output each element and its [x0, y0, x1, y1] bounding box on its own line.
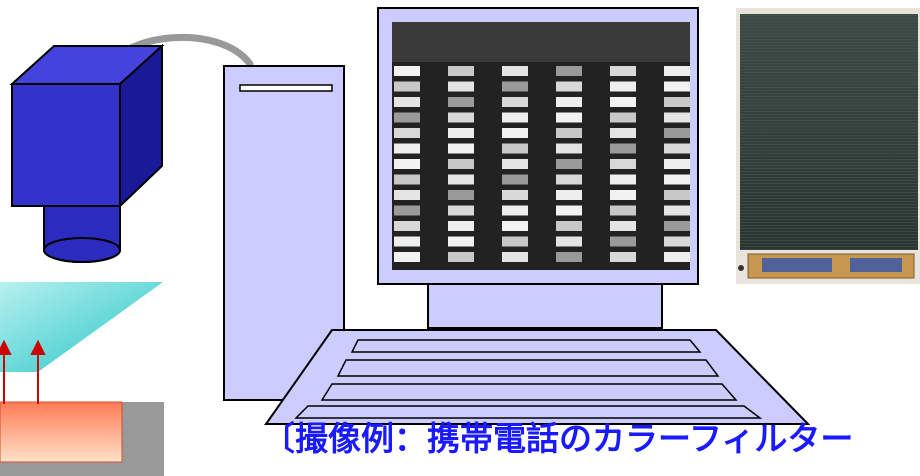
filter-cell — [610, 97, 636, 107]
filter-cell — [664, 128, 690, 138]
filter-cell — [502, 81, 528, 92]
caption-label: 〔撮像例：携帯電話のカラーフィルター — [262, 419, 854, 458]
filter-cell — [556, 97, 582, 107]
filter-cell — [610, 128, 636, 138]
filter-cell — [610, 190, 636, 200]
filter-cell — [502, 112, 528, 123]
filter-cell — [664, 112, 690, 123]
filter-cell — [448, 236, 474, 247]
filter-cell — [556, 252, 582, 262]
filter-cell — [448, 128, 474, 138]
filter-cell — [448, 112, 474, 123]
filter-cell — [610, 143, 636, 154]
filter-cell — [556, 205, 582, 216]
color-filter-capture-image — [392, 22, 690, 270]
filter-cell — [556, 112, 582, 123]
keyboard — [264, 329, 811, 425]
camera-icon — [9, 43, 165, 263]
filter-cell — [448, 143, 474, 154]
filter-cell — [502, 66, 528, 76]
filter-cell — [502, 143, 528, 154]
filter-cell — [394, 143, 420, 154]
filter-cell — [610, 221, 636, 231]
filter-cell — [664, 66, 690, 76]
filter-cell — [448, 66, 474, 76]
filter-cell — [394, 252, 420, 262]
filter-cell — [664, 205, 690, 216]
filter-cell — [394, 66, 420, 76]
filter-cell — [394, 159, 420, 169]
filter-cell — [502, 159, 528, 169]
filter-cell — [448, 174, 474, 185]
filter-cell — [502, 190, 528, 200]
filter-cell — [556, 128, 582, 138]
filter-cell — [664, 97, 690, 107]
filter-cell — [610, 159, 636, 169]
sample — [0, 401, 123, 463]
filter-cell — [394, 81, 420, 92]
filter-cell — [664, 221, 690, 231]
filter-cell — [448, 205, 474, 216]
filter-cell — [502, 252, 528, 262]
filter-cell — [394, 128, 420, 138]
filter-cell — [556, 221, 582, 231]
filter-cell — [610, 236, 636, 247]
filter-cell — [394, 174, 420, 185]
filter-cell — [664, 159, 690, 169]
filter-cell — [502, 221, 528, 231]
filter-cell — [664, 143, 690, 154]
filter-cell — [664, 252, 690, 262]
filter-cell — [610, 81, 636, 92]
filter-cell — [448, 81, 474, 92]
filter-cell — [448, 221, 474, 231]
filter-cell — [556, 143, 582, 154]
filter-cell — [556, 159, 582, 169]
filter-cell — [394, 205, 420, 216]
filter-cell — [556, 236, 582, 247]
filter-cell — [610, 112, 636, 123]
filter-cell — [502, 205, 528, 216]
filter-cell — [610, 174, 636, 185]
filter-cell — [394, 97, 420, 107]
filter-cell — [394, 190, 420, 200]
light-beam — [0, 282, 163, 372]
filter-cell — [556, 81, 582, 92]
filter-cell — [394, 236, 420, 247]
filter-cell — [394, 112, 420, 123]
filter-cell — [664, 81, 690, 92]
filter-cell — [502, 174, 528, 185]
filter-cell — [448, 97, 474, 107]
filter-cell — [610, 66, 636, 76]
reflection-arrows — [0, 339, 46, 404]
filter-cell — [448, 252, 474, 262]
filter-cell — [502, 97, 528, 107]
filter-cell — [610, 252, 636, 262]
filter-cell — [664, 174, 690, 185]
filter-cell — [394, 221, 420, 231]
filter-cell — [610, 205, 636, 216]
filter-cell — [556, 174, 582, 185]
filter-cell — [664, 190, 690, 200]
disk-drive-slot — [239, 84, 333, 92]
filter-cell — [502, 128, 528, 138]
filter-cell — [556, 66, 582, 76]
filter-cell — [448, 159, 474, 169]
filter-cell — [448, 190, 474, 200]
filter-cell — [556, 190, 582, 200]
filter-cell — [664, 236, 690, 247]
phone-lcd-photo — [736, 8, 920, 284]
filter-cell — [502, 236, 528, 247]
